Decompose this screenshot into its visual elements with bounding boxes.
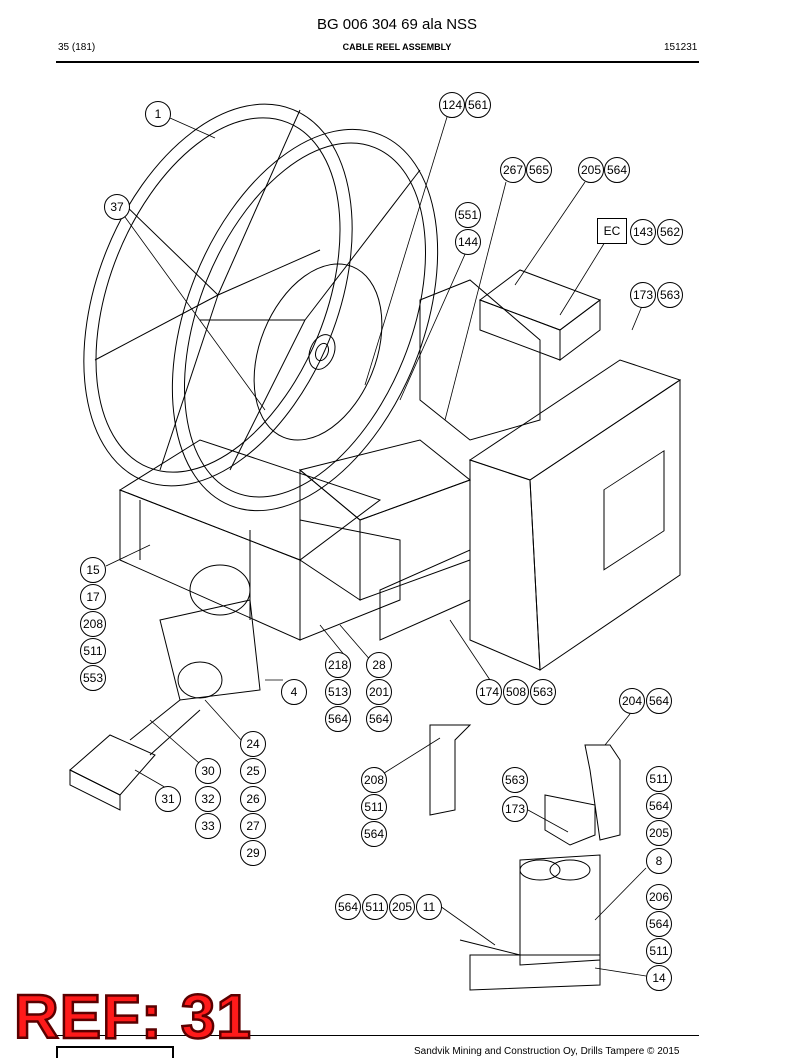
document-title: BG 006 304 69 ala NSS — [316, 16, 478, 33]
document-code: 151231 — [664, 42, 698, 53]
callout-14: 14 — [646, 965, 672, 991]
callout-553: 553 — [80, 665, 106, 691]
leader-lines — [105, 116, 647, 977]
callout-24: 24 — [240, 731, 266, 757]
callout-25: 25 — [240, 758, 266, 784]
callout-508: 508 — [503, 679, 529, 705]
callout-564: 564 — [361, 821, 387, 847]
callout-511: 511 — [646, 766, 672, 792]
callout-173: 173 — [630, 282, 656, 308]
base-frame — [118, 439, 382, 641]
callout-565: 565 — [526, 157, 552, 183]
callout-27: 27 — [240, 813, 266, 839]
callout-8: 8 — [646, 848, 672, 874]
callout-124: 124 — [439, 92, 465, 118]
callout-26: 26 — [240, 786, 266, 812]
callout-205: 205 — [389, 894, 415, 920]
callout-15: 15 — [80, 557, 106, 583]
callout-563: 563 — [530, 679, 556, 705]
callout-564: 564 — [366, 706, 392, 732]
callout-32: 32 — [195, 786, 221, 812]
callout-143: 143 — [630, 219, 656, 245]
callout-511: 511 — [646, 938, 672, 964]
ec-label-box: EC — [597, 218, 627, 244]
callout-564: 564 — [646, 793, 672, 819]
callout-511: 511 — [362, 894, 388, 920]
callout-267: 267 — [500, 157, 526, 183]
header-divider — [56, 61, 699, 63]
cable-plug — [69, 699, 201, 811]
section-title: CABLE REEL ASSEMBLY — [342, 42, 452, 52]
callout-1: 1 — [145, 101, 171, 127]
callout-564: 564 — [646, 911, 672, 937]
callout-218: 218 — [325, 652, 351, 678]
reel-front-flange — [171, 128, 439, 512]
callout-28: 28 — [366, 652, 392, 678]
callout-4: 4 — [281, 679, 307, 705]
ref-overlay-label: REF: 31 — [13, 982, 252, 1054]
callout-144: 144 — [455, 229, 481, 255]
callout-208: 208 — [361, 767, 387, 793]
reel-rear-flange — [83, 103, 353, 487]
electrical-cabinet — [468, 359, 682, 671]
callout-561: 561 — [465, 92, 491, 118]
callout-33: 33 — [195, 813, 221, 839]
callout-564: 564 — [646, 688, 672, 714]
callout-30: 30 — [195, 758, 221, 784]
callout-206: 206 — [646, 884, 672, 910]
callout-17: 17 — [80, 584, 106, 610]
callout-564: 564 — [325, 706, 351, 732]
callout-174: 174 — [476, 679, 502, 705]
callout-173: 173 — [502, 796, 528, 822]
callout-511: 511 — [361, 794, 387, 820]
motor-gearbox — [159, 564, 261, 701]
callout-562: 562 — [657, 219, 683, 245]
callout-564: 564 — [604, 157, 630, 183]
lower-bracket — [379, 549, 471, 641]
sandvik-logo-strip — [56, 1046, 174, 1058]
mounting-plate — [544, 794, 596, 846]
callout-551: 551 — [455, 202, 481, 228]
callout-513: 513 — [325, 679, 351, 705]
callout-37: 37 — [104, 194, 130, 220]
footer-copyright: Sandvik Mining and Construction Oy, Dril… — [414, 1046, 680, 1057]
callout-208: 208 — [80, 611, 106, 637]
callout-11: 11 — [416, 894, 442, 920]
page-number: 35 (181) — [58, 42, 96, 53]
callout-511: 511 — [80, 638, 106, 664]
callout-201: 201 — [366, 679, 392, 705]
rear-panel — [419, 279, 541, 441]
callout-563: 563 — [657, 282, 683, 308]
footer-divider — [56, 1035, 699, 1036]
small-bracket — [429, 724, 472, 816]
callout-205: 205 — [578, 157, 604, 183]
junction-box — [478, 269, 602, 361]
callout-31: 31 — [155, 786, 181, 812]
callout-205: 205 — [646, 820, 672, 846]
callout-204: 204 — [619, 688, 645, 714]
callout-563: 563 — [502, 767, 528, 793]
callout-29: 29 — [240, 840, 266, 866]
callout-564: 564 — [335, 894, 361, 920]
right-bracket — [584, 744, 621, 841]
tensioner-assembly — [459, 854, 601, 991]
